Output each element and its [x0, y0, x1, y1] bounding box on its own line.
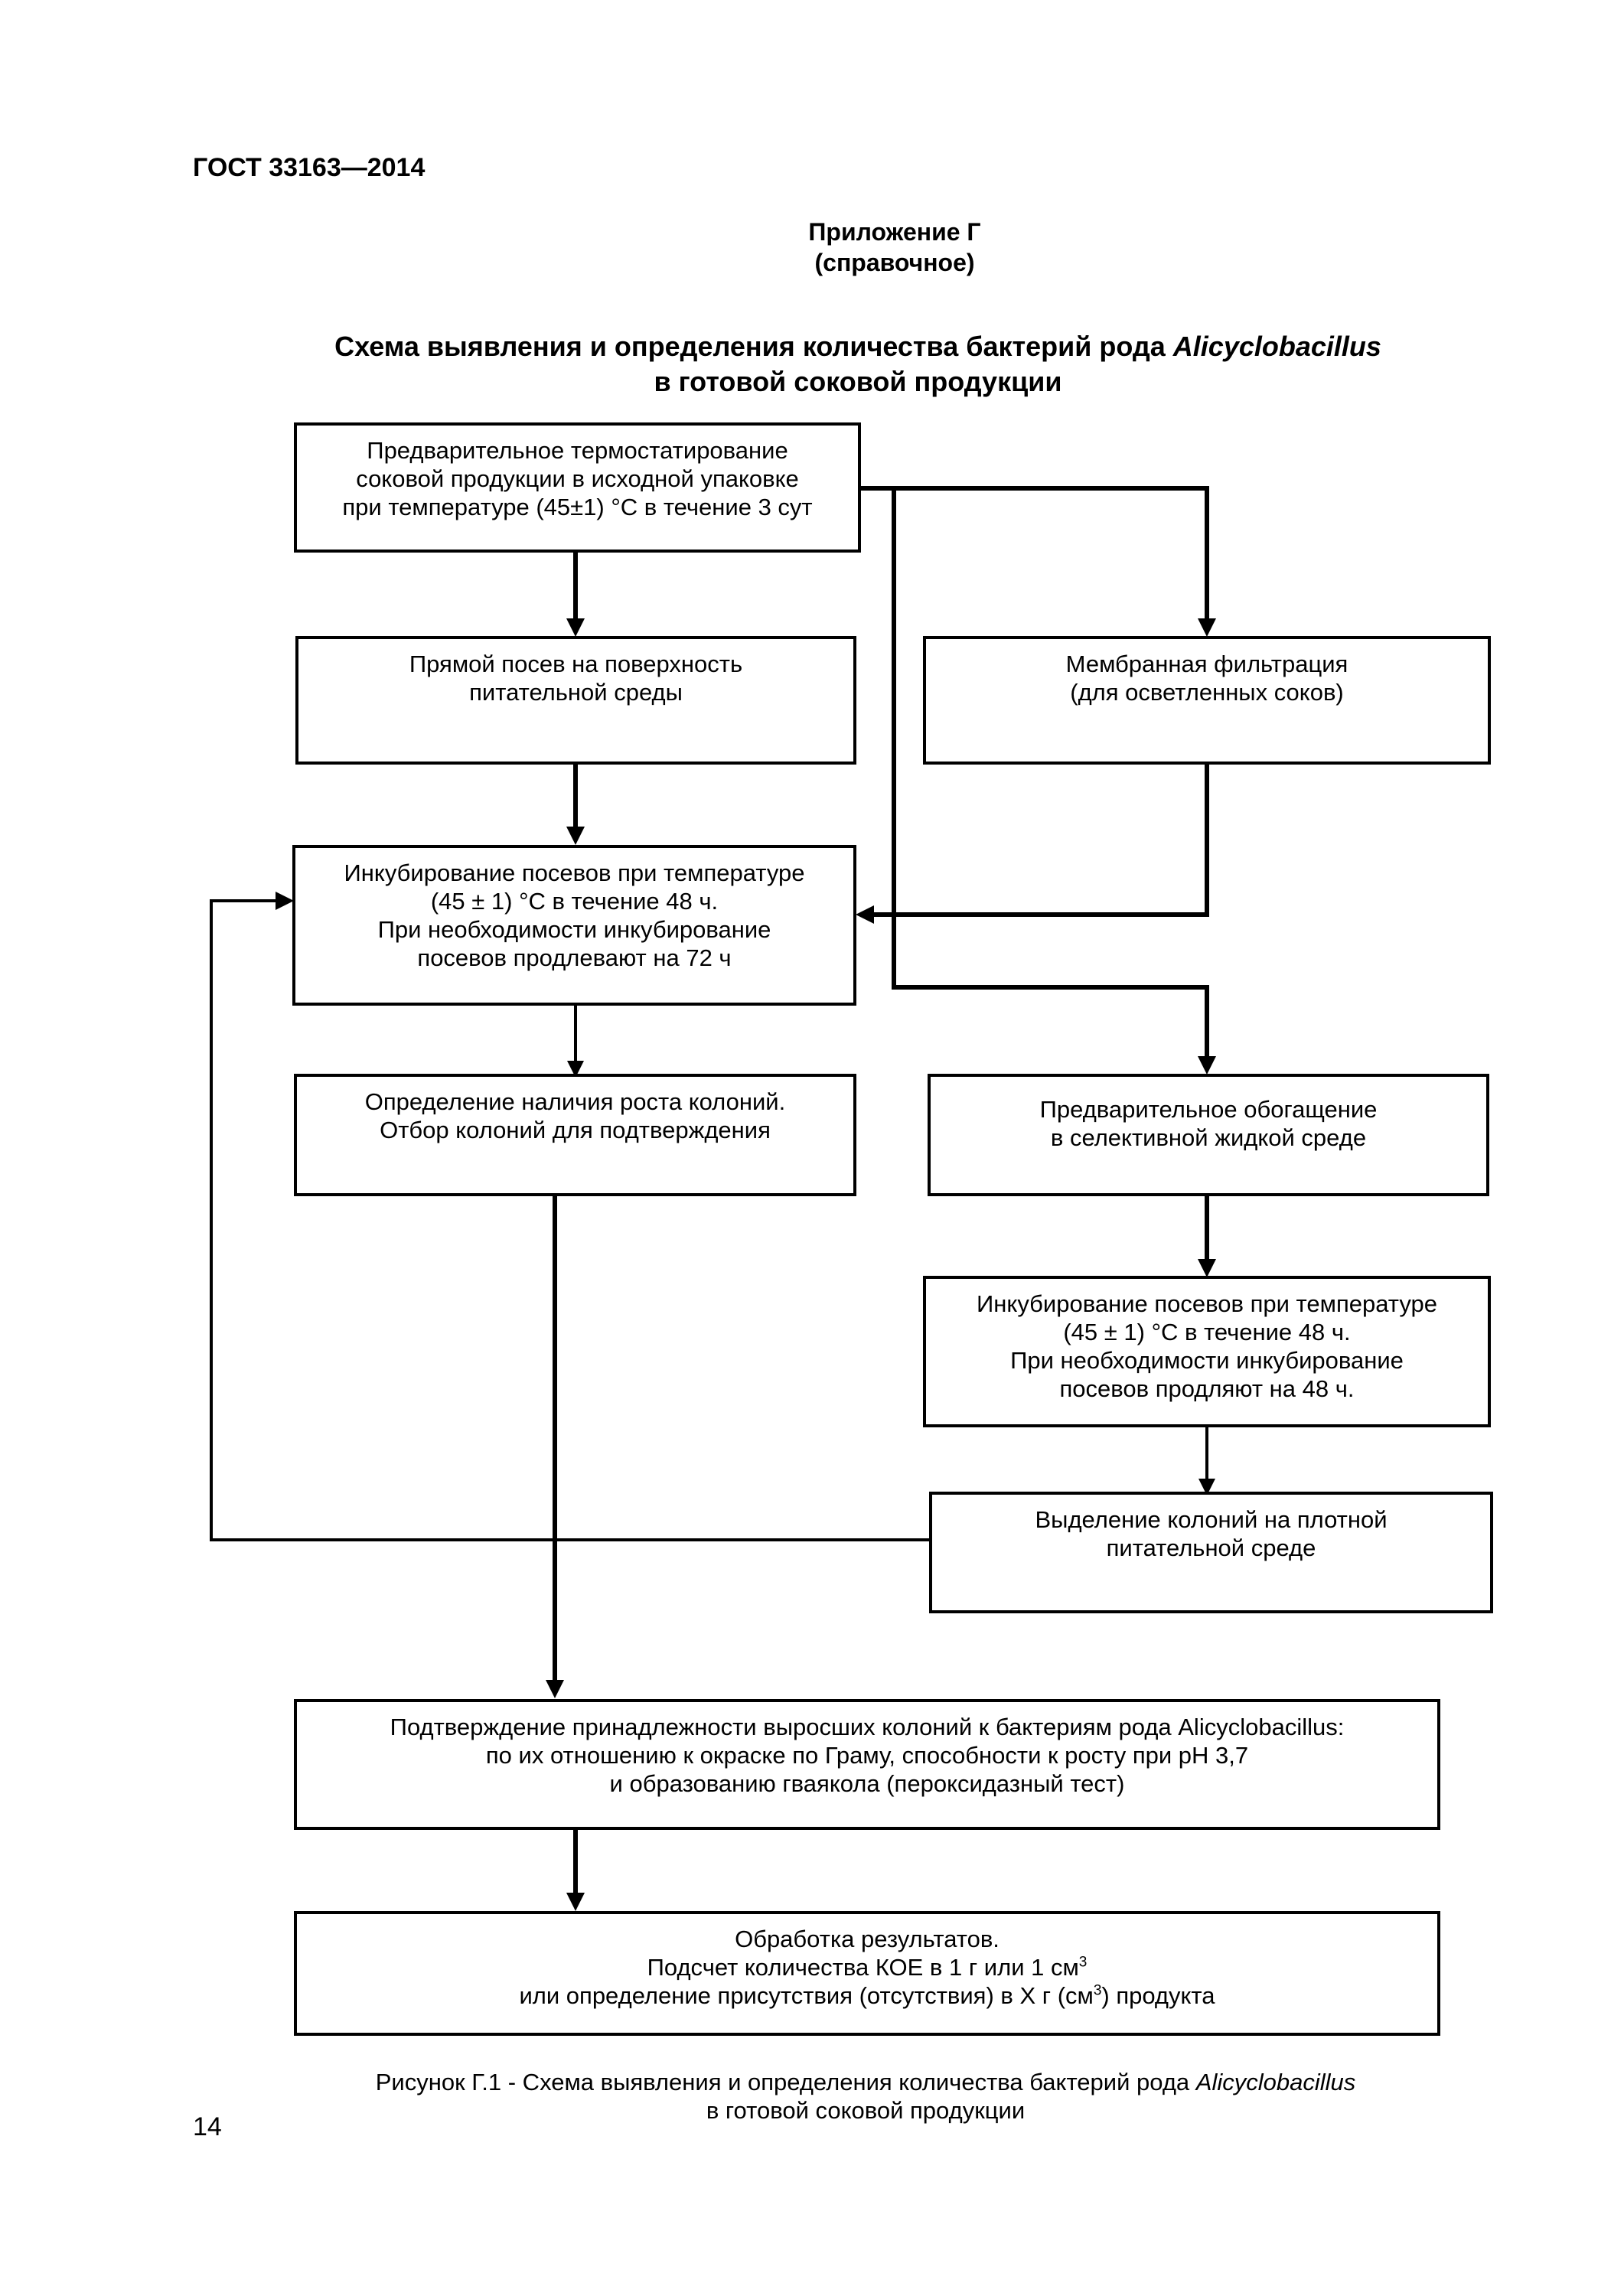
caption-line-2: в готовой соковой продукции — [706, 2097, 1026, 2124]
title-text: Схема выявления и определения количества… — [334, 331, 1173, 362]
box-text: Инкубирование посевов при температуре — [344, 859, 805, 886]
title-line-1: Схема выявления и определения количества… — [46, 329, 1624, 364]
box-text: Предварительное обогащение — [1039, 1096, 1378, 1123]
box-preincubation: Предварительное термостатирование соково… — [294, 422, 861, 553]
box-text: или определение присутствия (отсутствия)… — [297, 1981, 1437, 2010]
box-text: (45 ± 1) °С в течение 48 ч. — [1063, 1319, 1351, 1345]
results-line3b: ) продукта — [1101, 1982, 1215, 2009]
caption-line-1: Рисунок Г.1 - Схема выявления и определе… — [54, 2068, 1624, 2096]
box-text: При необходимости инкубирование — [1010, 1347, 1404, 1374]
appendix-heading: Приложение Г (справочное) — [83, 217, 1624, 278]
arrow-isolation-to-incubation — [210, 899, 931, 1541]
appendix-title: Приложение Г — [808, 218, 981, 246]
box-text: при температуре (45±1) °С в течение 3 су… — [342, 494, 813, 520]
box-text: питательной среды — [469, 679, 683, 706]
arrow-pre-to-membrane — [859, 486, 1209, 630]
box-text: Предварительное термостатирование — [367, 437, 788, 464]
results-line3a: или определение присутствия (отсутствия)… — [519, 1982, 1094, 2009]
page-number: 14 — [193, 2112, 222, 2141]
box-text: питательной среде — [1106, 1534, 1316, 1561]
box-text: соковой продукции в исходной упаковке — [356, 465, 799, 492]
box-text: посевов продлевают на 72 ч — [417, 944, 732, 971]
box-text: Прямой посев на поверхность — [409, 651, 743, 677]
box-text: Определение наличия роста колоний. — [364, 1088, 786, 1115]
box-text: Обработка результатов. — [735, 1926, 1000, 1952]
box-text: (45 ± 1) °С в течение 48 ч. — [430, 888, 719, 915]
figure-title: Схема выявления и определения количества… — [46, 329, 1624, 400]
document-code: ГОСТ 33163—2014 — [193, 153, 426, 182]
title-line-2: в готовой соковой продукции — [654, 366, 1062, 397]
box-membrane-filtration: Мембранная фильтрация (для осветленных с… — [923, 636, 1491, 765]
box-results: Обработка результатов. Подсчет количеств… — [294, 1911, 1440, 2036]
box-text: Подсчет количества КОЕ в 1 г или 1 см3 — [297, 1953, 1437, 1981]
arrow-membrane-to-incubation — [865, 762, 1209, 917]
box-text: Инкубирование посевов при температуре — [977, 1290, 1437, 1317]
title-genus: Alicyclobacillus — [1172, 331, 1381, 362]
box-incubation-2: Инкубирование посевов при температуре (4… — [923, 1276, 1491, 1427]
box-text: и образованию гваякола (пероксидазный те… — [609, 1770, 1125, 1797]
box-enrichment: Предварительное обогащение в селективной… — [928, 1074, 1489, 1196]
box-text: в селективной жидкой среде — [1050, 1124, 1367, 1151]
appendix-note: (справочное) — [814, 249, 975, 276]
box-colony-detection: Определение наличия роста колоний. Отбор… — [294, 1074, 856, 1196]
caption-genus: Alicyclobacillus — [1195, 2069, 1356, 2095]
box-text: Мембранная фильтрация — [1065, 651, 1348, 677]
superscript: 3 — [1093, 1982, 1102, 1999]
box-text: Отбор колоний для подтверждения — [380, 1117, 771, 1143]
box-confirmation: Подтверждение принадлежности выросших ко… — [294, 1699, 1440, 1830]
results-line2: Подсчет количества КОЕ в 1 г или 1 см — [647, 1954, 1079, 1981]
superscript: 3 — [1078, 1954, 1088, 1971]
box-colony-isolation: Выделение колоний на плотной питательной… — [929, 1492, 1493, 1613]
caption-text: Рисунок Г.1 - Схема выявления и определе… — [375, 2069, 1196, 2095]
arrow-pre-to-enrichment — [892, 488, 1209, 1068]
box-text: по их отношению к окраске по Граму, спос… — [485, 1742, 1249, 1769]
box-text: Выделение колоний на плотной — [1035, 1506, 1388, 1533]
box-text: посевов продляют на 48 ч. — [1059, 1375, 1355, 1402]
box-text: При необходимости инкубирование — [377, 916, 771, 943]
box-text: Подтверждение принадлежности выросших ко… — [390, 1714, 1345, 1740]
figure-caption: Рисунок Г.1 - Схема выявления и определе… — [54, 2068, 1624, 2125]
box-incubation-1: Инкубирование посевов при температуре (4… — [292, 845, 856, 1006]
box-direct-plating: Прямой посев на поверхность питательной … — [295, 636, 856, 765]
box-text: (для осветленных соков) — [1070, 679, 1344, 706]
